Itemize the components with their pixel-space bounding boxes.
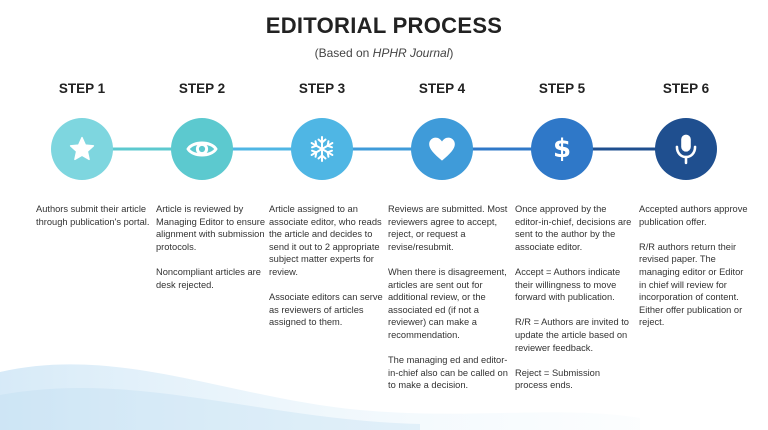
- dollar-icon: $: [552, 134, 572, 164]
- snowflake-icon: [310, 136, 334, 162]
- step-2-paragraph: Article is reviewed by Managing Editor t…: [156, 204, 266, 252]
- step-5-description: Once approved by the editor-in-chief, de…: [515, 203, 633, 405]
- step-5-circle: $: [531, 118, 593, 180]
- step-1-circle: [51, 118, 113, 180]
- step-1-description: Authors submit their article through pub…: [36, 203, 156, 241]
- step-4-label: STEP 4: [418, 81, 466, 96]
- step-6-paragraph: Accepted authors approve publication off…: [639, 204, 748, 227]
- step-6-description: Accepted authors approve publication off…: [639, 203, 749, 342]
- step-5-paragraph: Accept = Authors indicate their willingn…: [515, 266, 621, 303]
- heart-icon: [429, 137, 455, 161]
- step-6-label: STEP 6: [662, 81, 710, 96]
- step-1-paragraph: Authors submit their article through pub…: [36, 204, 150, 227]
- step-6-paragraph: R/R authors return their revised paper. …: [639, 241, 744, 328]
- step-1-label: STEP 1: [58, 81, 106, 96]
- step-2-description: Article is reviewed by Managing Editor t…: [156, 203, 276, 304]
- step-3-label: STEP 3: [298, 81, 346, 96]
- step-4-paragraph: The managing ed and editor-in-chief also…: [388, 355, 508, 391]
- step-4-paragraph: Reviews are submitted. Most reviewers ag…: [388, 204, 508, 252]
- subtitle-prefix: (Based on: [314, 46, 373, 60]
- step-3-paragraph: Associate editors can serve as reviewers…: [269, 292, 383, 328]
- subtitle-suffix: ): [449, 46, 454, 60]
- step-4-circle: [411, 118, 473, 180]
- star-icon: [69, 136, 95, 161]
- step-3-description: Article assigned to an associate editor,…: [269, 203, 389, 342]
- eye-icon: [186, 141, 218, 157]
- step-2-circle: [171, 118, 233, 180]
- step-5-paragraph: Reject = Submission process ends.: [515, 367, 601, 391]
- step-5-paragraph: Once approved by the editor-in-chief, de…: [515, 204, 632, 252]
- page-title: EDITORIAL PROCESS: [265, 13, 503, 38]
- step-3-circle: [291, 118, 353, 180]
- step-5-paragraph: R/R = Authors are invited to update the …: [515, 317, 629, 353]
- step-2-label: STEP 2: [178, 81, 226, 96]
- step-4-paragraph: When there is disagreement, articles are…: [388, 266, 507, 340]
- step-3-paragraph: Article assigned to an associate editor,…: [269, 204, 382, 277]
- step-2-paragraph: Noncompliant articles are desk rejected.: [156, 266, 261, 290]
- microphone-icon: [675, 134, 697, 165]
- step-4-description: Reviews are submitted. Most reviewers ag…: [388, 203, 508, 405]
- step-6-circle: [655, 118, 717, 180]
- subtitle-journal: HPHR Journal: [372, 46, 450, 60]
- step-5-label: STEP 5: [538, 81, 586, 96]
- page-subtitle: (Based on HPHR Journal): [0, 46, 768, 60]
